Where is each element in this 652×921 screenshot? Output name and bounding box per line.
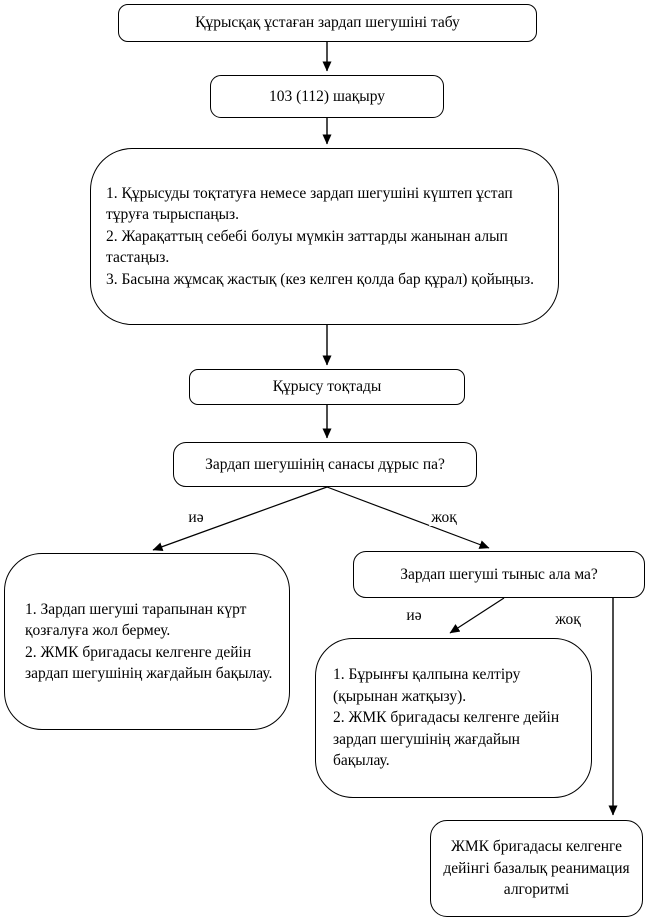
arrow-consciousness-no xyxy=(326,486,490,549)
node-seizure-stopped: Құрысу тоқтады xyxy=(189,369,465,405)
node-find-victim: Құрысқақ ұстаған зардап шегушіні табу xyxy=(118,4,537,42)
node-consciousness-question-label: Зардап шегушінің санасы дұрыс па? xyxy=(205,455,445,473)
node-conscious-care-label: 1. Зардап шегуші тарапынан күрт қозғалуғ… xyxy=(25,600,273,683)
node-reanimation-algorithm: ЖМК бригадасы келгенге дейінгі базалық р… xyxy=(430,820,643,917)
node-recovery-position: 1. Бұрынғы қалпына келтіру (қырынан жатқ… xyxy=(315,638,592,798)
edge-label-breathing-yes: иә xyxy=(404,607,424,624)
edge-label-consciousness-no: жоқ xyxy=(429,509,459,526)
arrow-consciousness-yes xyxy=(152,486,328,551)
node-first-aid-instructions: 1. Құрысуды тоқтатуға немесе зардап шегу… xyxy=(90,148,559,325)
node-breathing-question: Зардап шегуші тыныс ала ма? xyxy=(353,551,645,598)
node-recovery-position-label: 1. Бұрынғы қалпына келтіру (қырынан жатқ… xyxy=(333,666,560,770)
node-first-aid-instructions-label: 1. Құрысуды тоқтатуға немесе зардап шегу… xyxy=(106,184,534,288)
node-find-victim-label: Құрысқақ ұстаған зардап шегушіні табу xyxy=(195,14,460,32)
node-breathing-question-label: Зардап шегуші тыныс ала ма? xyxy=(400,565,598,583)
node-call-emergency: 103 (112) шақыру xyxy=(210,75,444,118)
node-call-emergency-label: 103 (112) шақыру xyxy=(268,87,386,105)
edge-label-consciousness-yes: иә xyxy=(186,509,206,526)
arrow-breathing-yes xyxy=(449,597,505,634)
edge-label-breathing-no: жоқ xyxy=(553,611,583,628)
node-reanimation-algorithm-label: ЖМК бригадасы келгенге дейінгі базалық р… xyxy=(443,838,630,899)
node-seizure-stopped-label: Құрысу тоқтады xyxy=(272,378,382,396)
node-conscious-care: 1. Зардап шегуші тарапынан күрт қозғалуғ… xyxy=(4,553,290,730)
node-consciousness-question: Зардап шегушінің санасы дұрыс па? xyxy=(173,442,477,487)
